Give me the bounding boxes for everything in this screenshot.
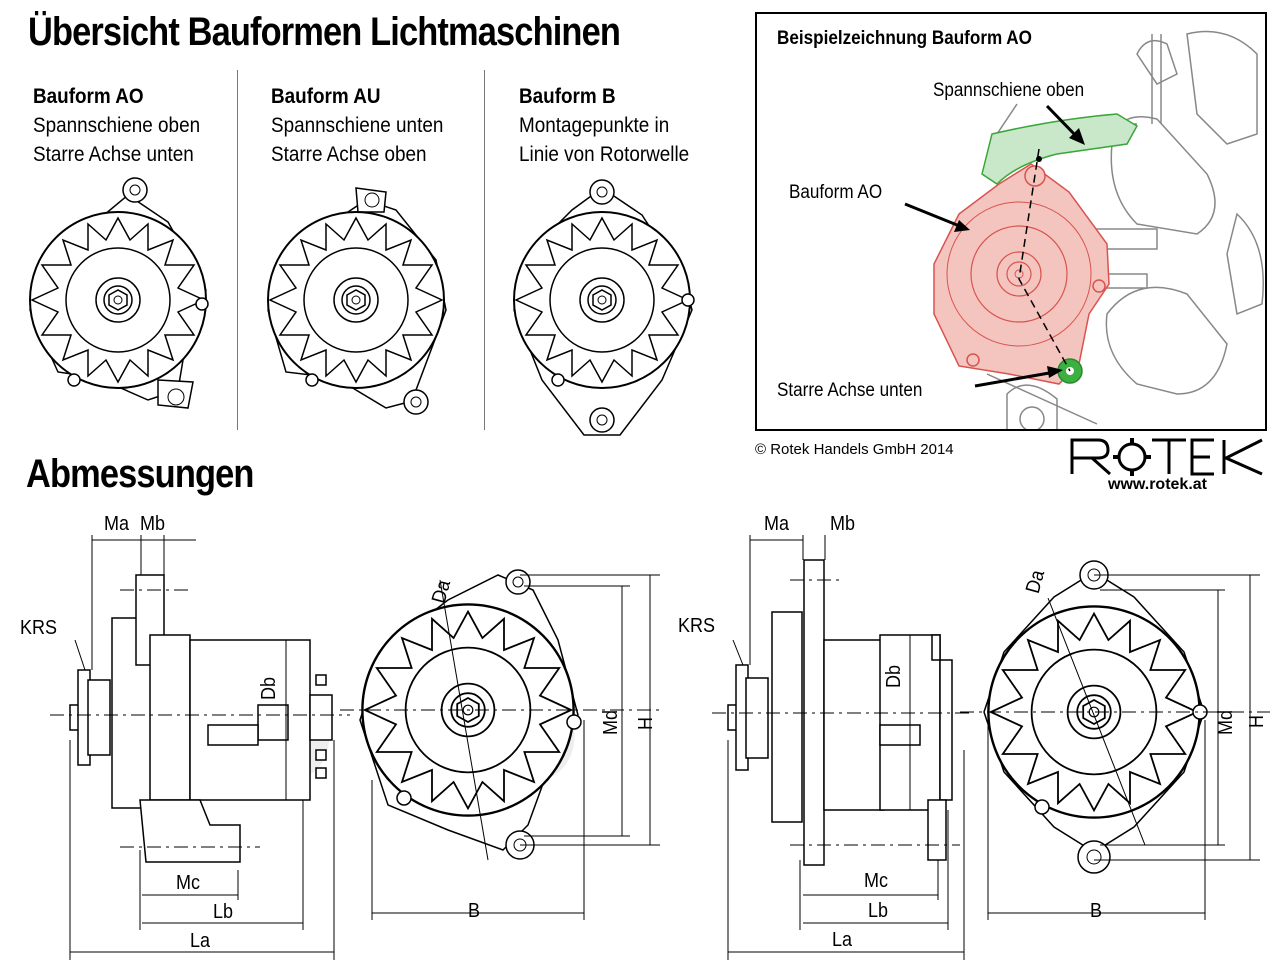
dim-db: Db (258, 676, 280, 700)
dim-md: Md (1215, 709, 1237, 735)
variant-name: Bauform AU (271, 85, 381, 108)
dim-mc: Mc (864, 870, 889, 892)
dim-h: H (1246, 714, 1268, 728)
dim-lb: Lb (868, 900, 889, 922)
dim-krs: KRS (678, 615, 716, 637)
dim-krs: KRS (20, 617, 58, 639)
variant-line1: Spannschiene oben (33, 114, 201, 137)
variant-line2: Starre Achse unten (33, 143, 194, 166)
dim-mc: Mc (176, 872, 201, 894)
dim-b: B (1090, 900, 1103, 922)
variant-ao-label: Bauform AO Spannschiene oben Starre Achs… (33, 82, 200, 169)
dim-la: La (832, 929, 853, 951)
dim-b: B (468, 900, 481, 922)
variant-name: Bauform AO (33, 85, 144, 108)
rotek-logo (1070, 438, 1263, 476)
dim-mb: Mb (830, 513, 856, 535)
variant-b-label: Bauform B Montagepunkte in Linie von Rot… (519, 82, 689, 169)
section-title-dimensions: Abmessungen (26, 452, 254, 496)
label-rail: Spannschiene oben (933, 80, 1085, 101)
variant-line2: Linie von Rotorwelle (519, 143, 690, 166)
dim-md: Md (600, 709, 622, 735)
dim-ma: Ma (104, 513, 130, 535)
dim-db: Db (883, 664, 905, 688)
alternator-drawings (29, 177, 695, 436)
example-drawing-box: Beispielzeichnung Bauform AO Spannschien… (755, 12, 1267, 431)
page-title: Übersicht Bauformen Lichtmaschinen (28, 10, 621, 54)
dim-mb: Mb (140, 513, 166, 535)
variant-line1: Montagepunkte in (519, 114, 670, 137)
dim-ma: Ma (764, 513, 790, 535)
divider (484, 70, 485, 430)
variant-au-label: Bauform AU Spannschiene unten Starre Ach… (271, 82, 443, 169)
divider (237, 70, 238, 430)
example-drawing (904, 30, 1265, 429)
variant-name: Bauform B (519, 85, 616, 108)
dim-lb: Lb (213, 901, 234, 923)
dim-h: H (635, 716, 657, 730)
logo-url: www.rotek.at (1108, 476, 1207, 493)
variant-line1: Spannschiene unten (271, 114, 444, 137)
variant-line2: Starre Achse oben (271, 143, 427, 166)
label-form: Bauform AO (789, 182, 883, 203)
copyright: © Rotek Handels GmbH 2014 (755, 441, 954, 458)
dim-la: La (190, 930, 211, 952)
example-title: Beispielzeichnung Bauform AO (777, 28, 1032, 49)
label-axis: Starre Achse unten (777, 380, 923, 401)
dimension-drawings: AO AO B B (50, 535, 1270, 960)
